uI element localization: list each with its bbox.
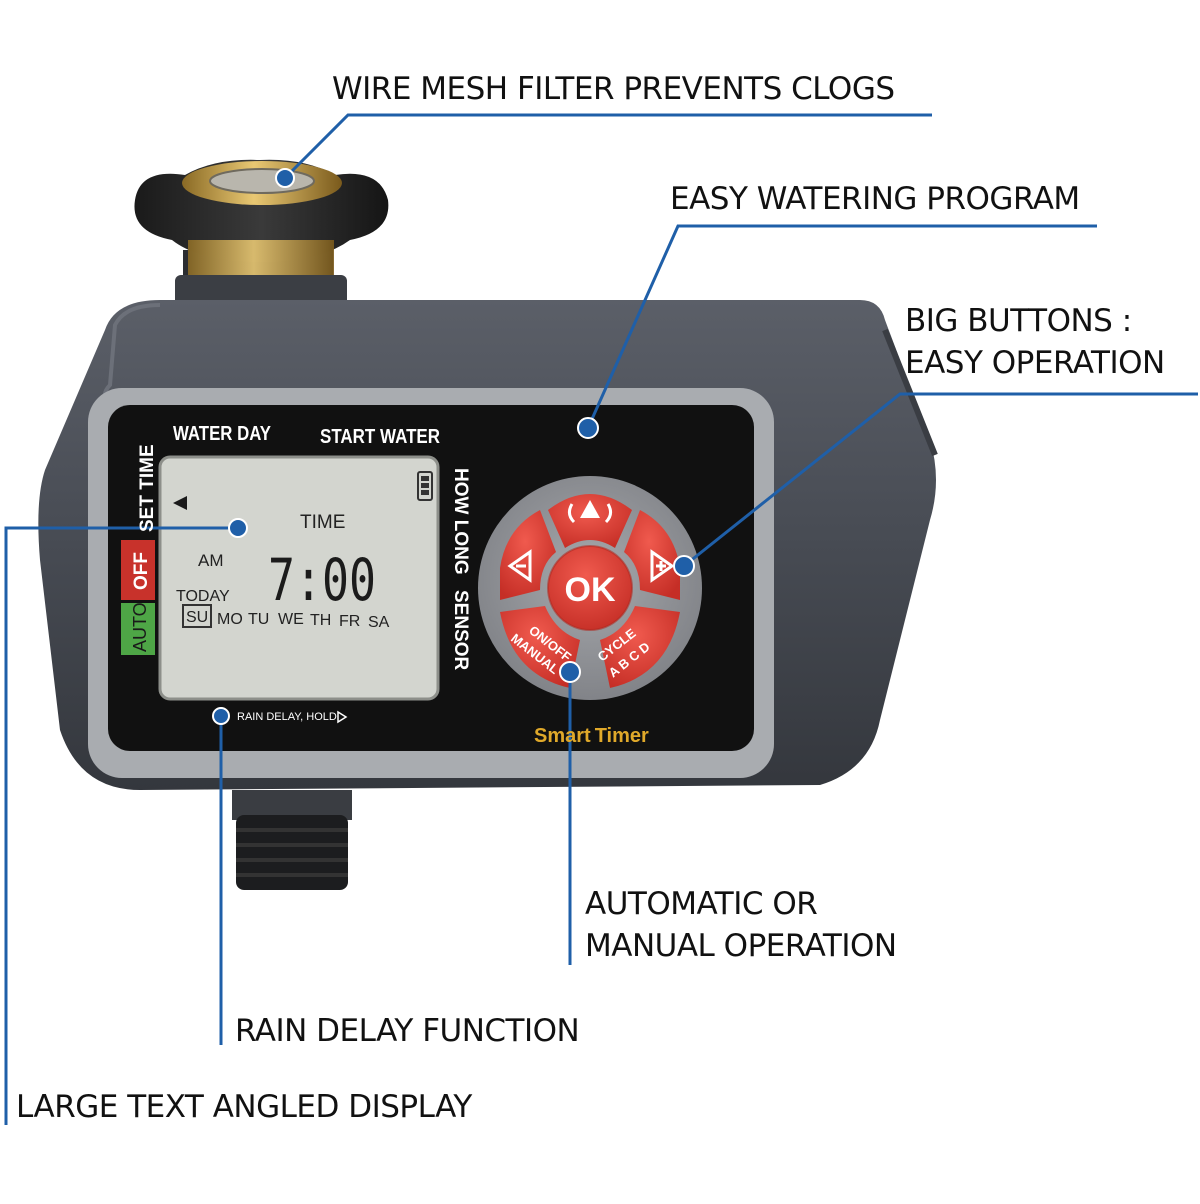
up-arrow-icon xyxy=(567,500,613,524)
callout-dot-buttons xyxy=(673,555,695,577)
cycle-button[interactable] xyxy=(600,606,680,688)
callout-buttons-line1: BIG BUTTONS : xyxy=(905,303,1132,339)
callout-line-buttons xyxy=(683,392,1198,568)
callout-dot-auto xyxy=(559,661,581,683)
rain-delay-arrow-icon xyxy=(337,710,348,724)
lcd-day-we: WE xyxy=(278,611,304,628)
water-day-label: WATER DAY xyxy=(173,423,272,445)
callout-auto-text: AUTOMATIC OR MANUAL OPERATION xyxy=(585,883,897,967)
selected-day-box xyxy=(182,604,212,628)
callout-buttons-text: BIG BUTTONS : EASY OPERATION xyxy=(905,300,1165,384)
lcd-time-text: 7:00 xyxy=(268,546,376,614)
lcd-day-su: SU xyxy=(186,609,208,626)
left-arrow-icon xyxy=(507,549,532,583)
set-time-label: SET TIME xyxy=(137,444,158,532)
start-water-label: START WATER xyxy=(320,426,440,448)
inlet-fitting xyxy=(134,159,389,315)
callout-rain-text: RAIN DELAY FUNCTION xyxy=(235,1013,580,1049)
callout-auto-line2: MANUAL OPERATION xyxy=(585,928,897,964)
lcd-screen xyxy=(158,455,440,701)
right-arrow-plus-icon xyxy=(650,549,675,583)
lcd-day-fr: FR xyxy=(339,613,360,630)
lcd-arrow-icon xyxy=(173,496,187,510)
callout-buttons-line2: EASY OPERATION xyxy=(905,345,1165,381)
off-label: OFF xyxy=(131,552,152,590)
callout-line-program xyxy=(586,224,1097,429)
callout-filter-text: WIRE MESH FILTER PREVENTS CLOGS xyxy=(332,71,895,107)
battery-icon xyxy=(417,471,433,501)
outlet-fitting xyxy=(232,790,352,890)
callout-dots xyxy=(212,168,695,725)
callout-dot-rain xyxy=(212,707,230,725)
off-tab xyxy=(121,540,155,600)
auto-tab xyxy=(121,603,155,655)
callout-dot-program xyxy=(577,417,599,439)
callout-lines xyxy=(4,113,1198,1125)
sensor-label: SENSOR xyxy=(450,590,471,671)
callout-auto-line1: AUTOMATIC OR xyxy=(585,886,818,922)
lcd-day-sa: SA xyxy=(368,614,390,631)
callout-line-display xyxy=(4,526,238,1125)
how-long-label: HOW LONG xyxy=(450,468,471,575)
callout-program-text: EASY WATERING PROGRAM xyxy=(670,181,1080,217)
lcd-day-th: TH xyxy=(310,612,331,629)
lcd-day-tu: TU xyxy=(248,611,269,628)
rain-delay-hold-label: RAIN DELAY, HOLD xyxy=(237,711,337,723)
auto-label: AUTO xyxy=(130,602,150,652)
lcd-ampm-text: AM xyxy=(198,551,224,570)
callout-display-text: LARGE TEXT ANGLED DISPLAY xyxy=(16,1089,472,1125)
callout-line-filter xyxy=(283,113,932,180)
callout-dot-display xyxy=(228,518,248,538)
brand-timer: Timer xyxy=(595,725,649,747)
lcd-mode-text: TIME xyxy=(300,512,345,533)
brand-smart: Smart xyxy=(534,725,591,747)
lcd-day-mo: MO xyxy=(217,611,243,628)
ok-label: OK xyxy=(565,571,616,609)
lcd-today-text: TODAY xyxy=(176,588,230,605)
callout-dot-filter xyxy=(275,168,295,188)
ok-button[interactable] xyxy=(547,545,633,631)
